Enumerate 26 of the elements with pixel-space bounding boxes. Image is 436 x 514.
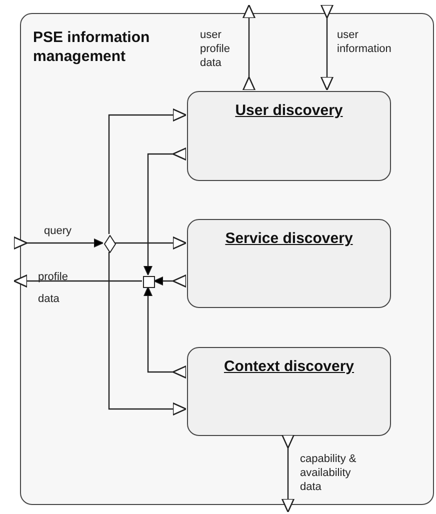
arrow — [108, 252, 187, 416]
edge-label: capability & availability data — [300, 452, 358, 494]
junction-square — [143, 276, 155, 288]
process-box — [187, 219, 391, 308]
arrow — [144, 286, 187, 378]
process-title: Context discovery — [222, 358, 356, 375]
process-title: User discovery — [234, 102, 344, 119]
group-title: PSE information management — [33, 28, 151, 66]
arrow — [108, 108, 187, 234]
arrow — [13, 236, 104, 250]
edge-label: query — [44, 224, 73, 238]
arrow — [282, 434, 294, 513]
arrow — [320, 4, 334, 91]
arrow — [154, 274, 187, 288]
edge-label: user profile data — [200, 28, 231, 70]
arrow — [13, 274, 142, 288]
arrow — [115, 236, 187, 250]
system-boundary — [20, 13, 434, 505]
arrow — [144, 148, 187, 276]
edge-label: user information — [337, 28, 392, 56]
process-box — [187, 91, 391, 181]
process-box — [187, 347, 391, 436]
arrow — [242, 4, 256, 91]
edge-label: profile data — [38, 270, 69, 307]
process-title: Service discovery — [224, 230, 354, 247]
split-diamond — [104, 235, 116, 253]
